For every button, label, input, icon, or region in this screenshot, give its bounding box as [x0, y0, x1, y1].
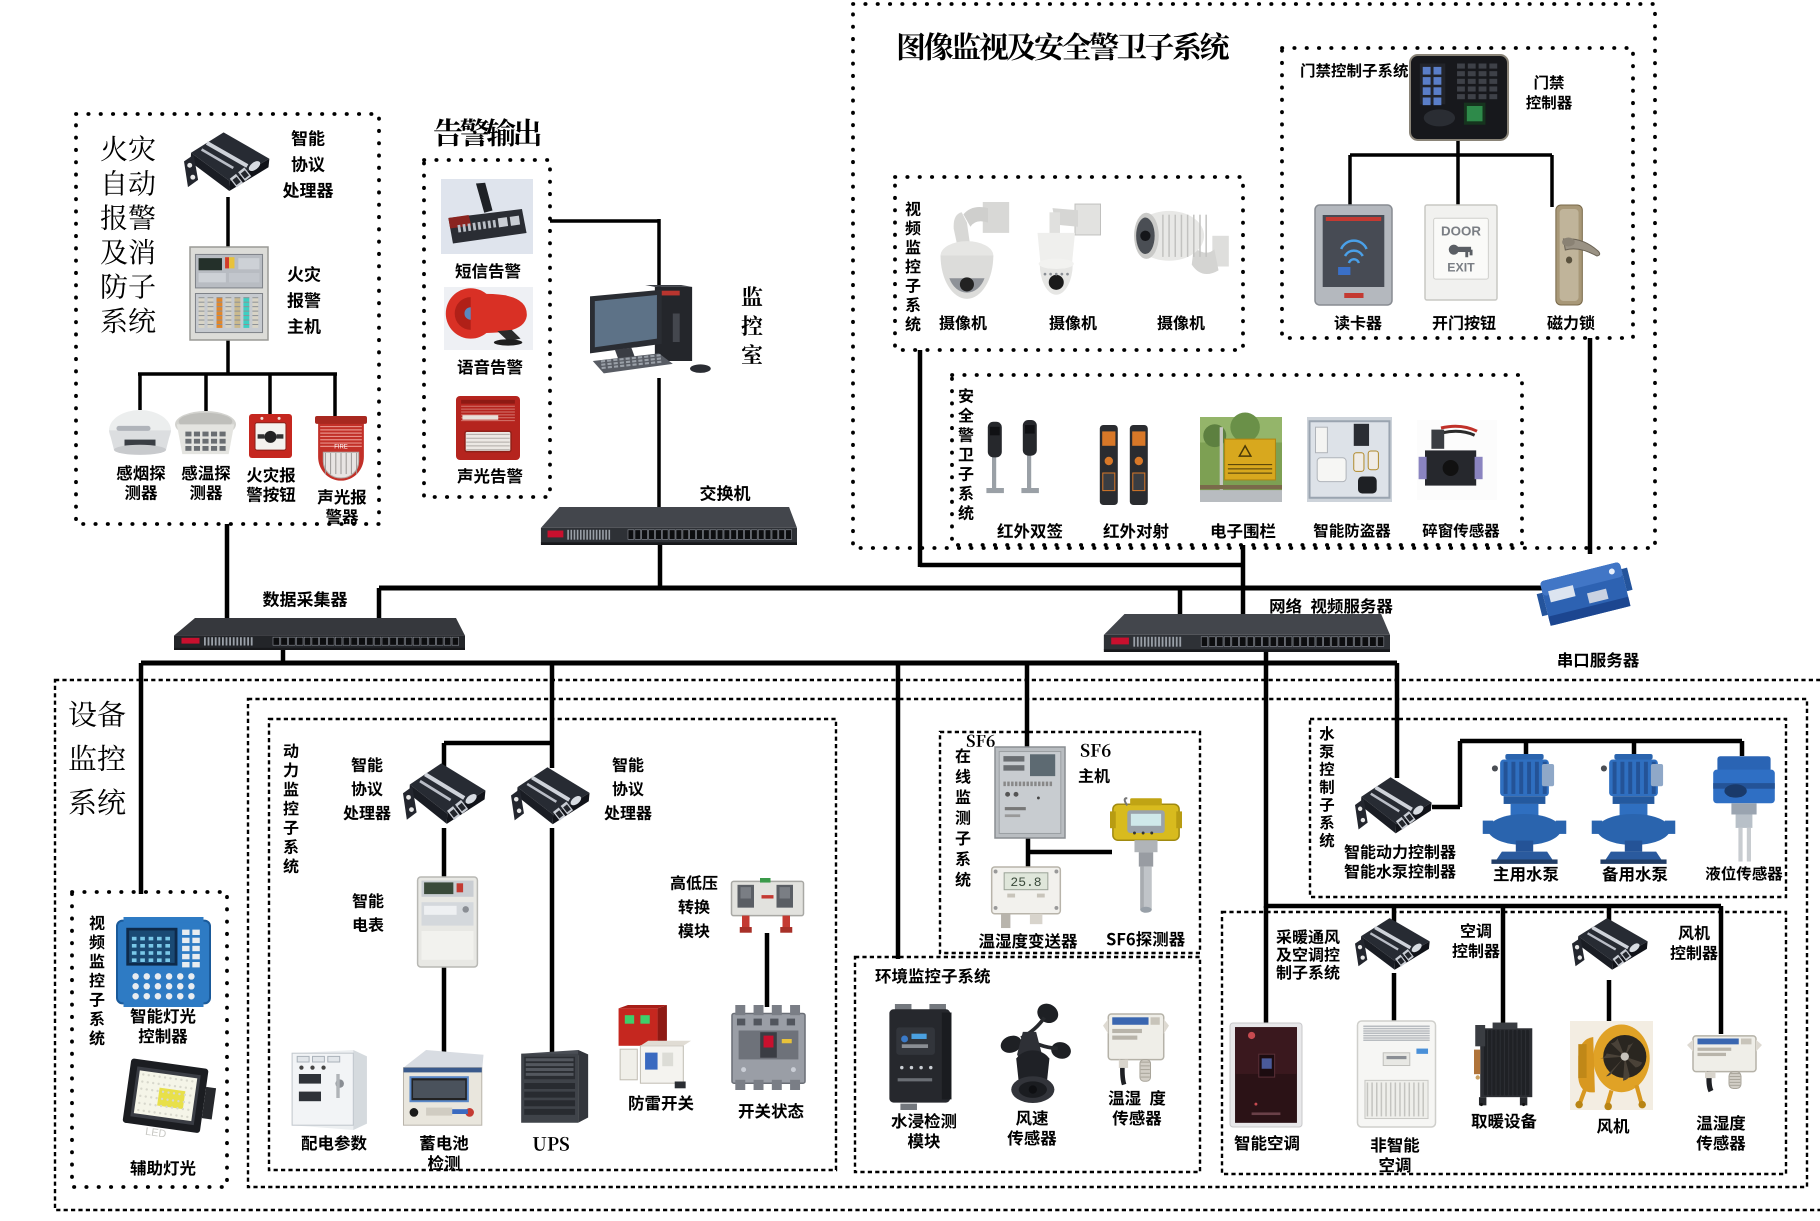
svg-text:EXIT: EXIT [1447, 261, 1475, 275]
svg-text:LED: LED [145, 1126, 168, 1141]
svg-text:25.8: 25.8 [1010, 875, 1041, 890]
svg-text:FIRE: FIRE [334, 444, 348, 450]
svg-text:DOOR: DOOR [1441, 223, 1481, 238]
